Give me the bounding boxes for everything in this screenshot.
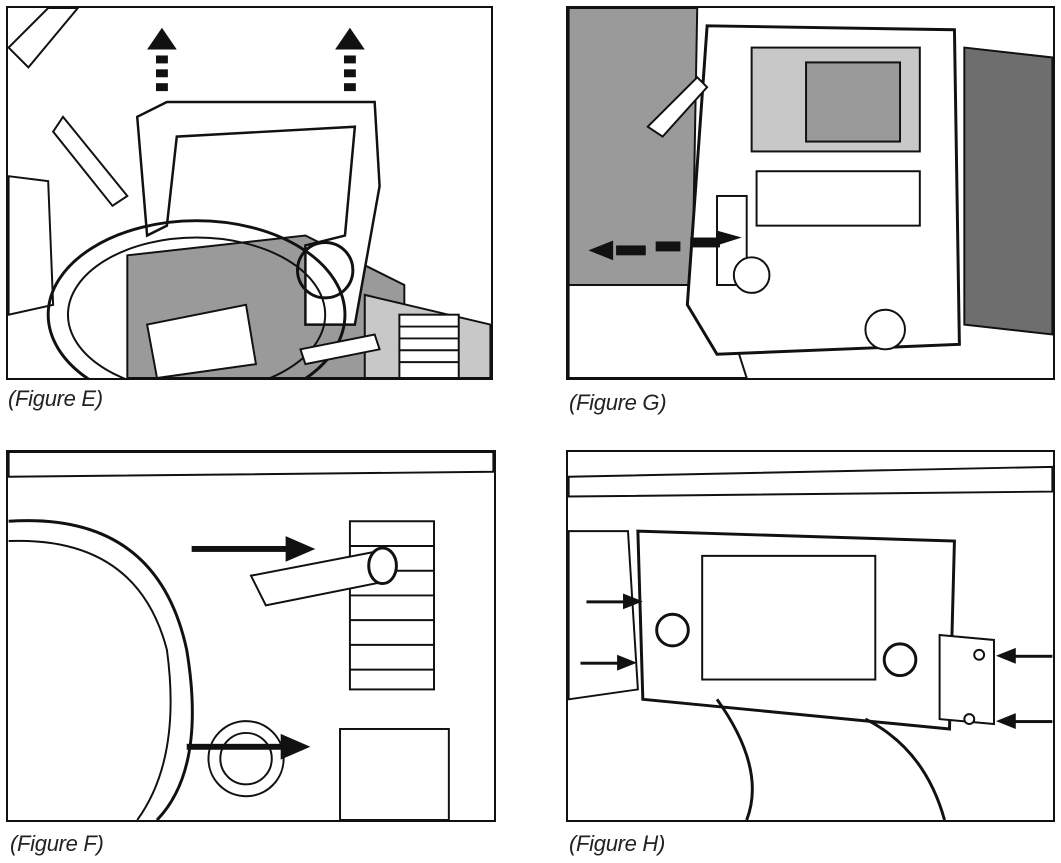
vent-graphic xyxy=(398,313,460,378)
tune-knob xyxy=(864,308,906,351)
figure-g-caption: (Figure G) xyxy=(569,390,667,415)
steering-wheel xyxy=(46,219,347,378)
arrow-right-icon xyxy=(191,536,316,562)
figure-f-drawing xyxy=(8,452,494,820)
clip-highlight-circle xyxy=(295,240,355,300)
radio-screen xyxy=(701,554,877,681)
panel-tool xyxy=(646,75,709,138)
arrow-right-icon xyxy=(586,593,643,610)
bezel-panel xyxy=(135,100,381,326)
arrow-left-icon xyxy=(995,713,1053,729)
screw-icon xyxy=(973,648,986,661)
arrow-left-icon xyxy=(995,647,1053,664)
volume-knob xyxy=(732,256,771,294)
figure-f-caption: (Figure F) xyxy=(10,831,104,856)
volume-knob xyxy=(655,612,690,648)
arrow-left-icon xyxy=(588,230,742,261)
arrow-up-icon xyxy=(335,27,365,92)
figure-g-drawing xyxy=(568,8,1053,378)
arrow-right-icon xyxy=(186,733,311,760)
vent-graphic xyxy=(348,520,435,691)
arrow-up-icon xyxy=(147,27,177,92)
tune-knob xyxy=(882,642,918,678)
panel-tool xyxy=(299,333,381,366)
figure-h-illustration xyxy=(566,450,1055,822)
figure-e-illustration xyxy=(6,6,493,380)
steering-wheel xyxy=(8,519,194,820)
figure-e-drawing xyxy=(8,8,491,378)
figure-f-illustration xyxy=(6,450,496,822)
figure-g-illustration xyxy=(566,6,1055,380)
screw-icon xyxy=(963,713,976,726)
figure-e-caption: (Figure E) xyxy=(8,386,103,411)
mounting-bracket xyxy=(938,633,995,726)
figure-h-caption: (Figure H) xyxy=(569,831,666,856)
figure-h-drawing xyxy=(568,465,1053,820)
arrow-right-icon xyxy=(580,654,637,671)
